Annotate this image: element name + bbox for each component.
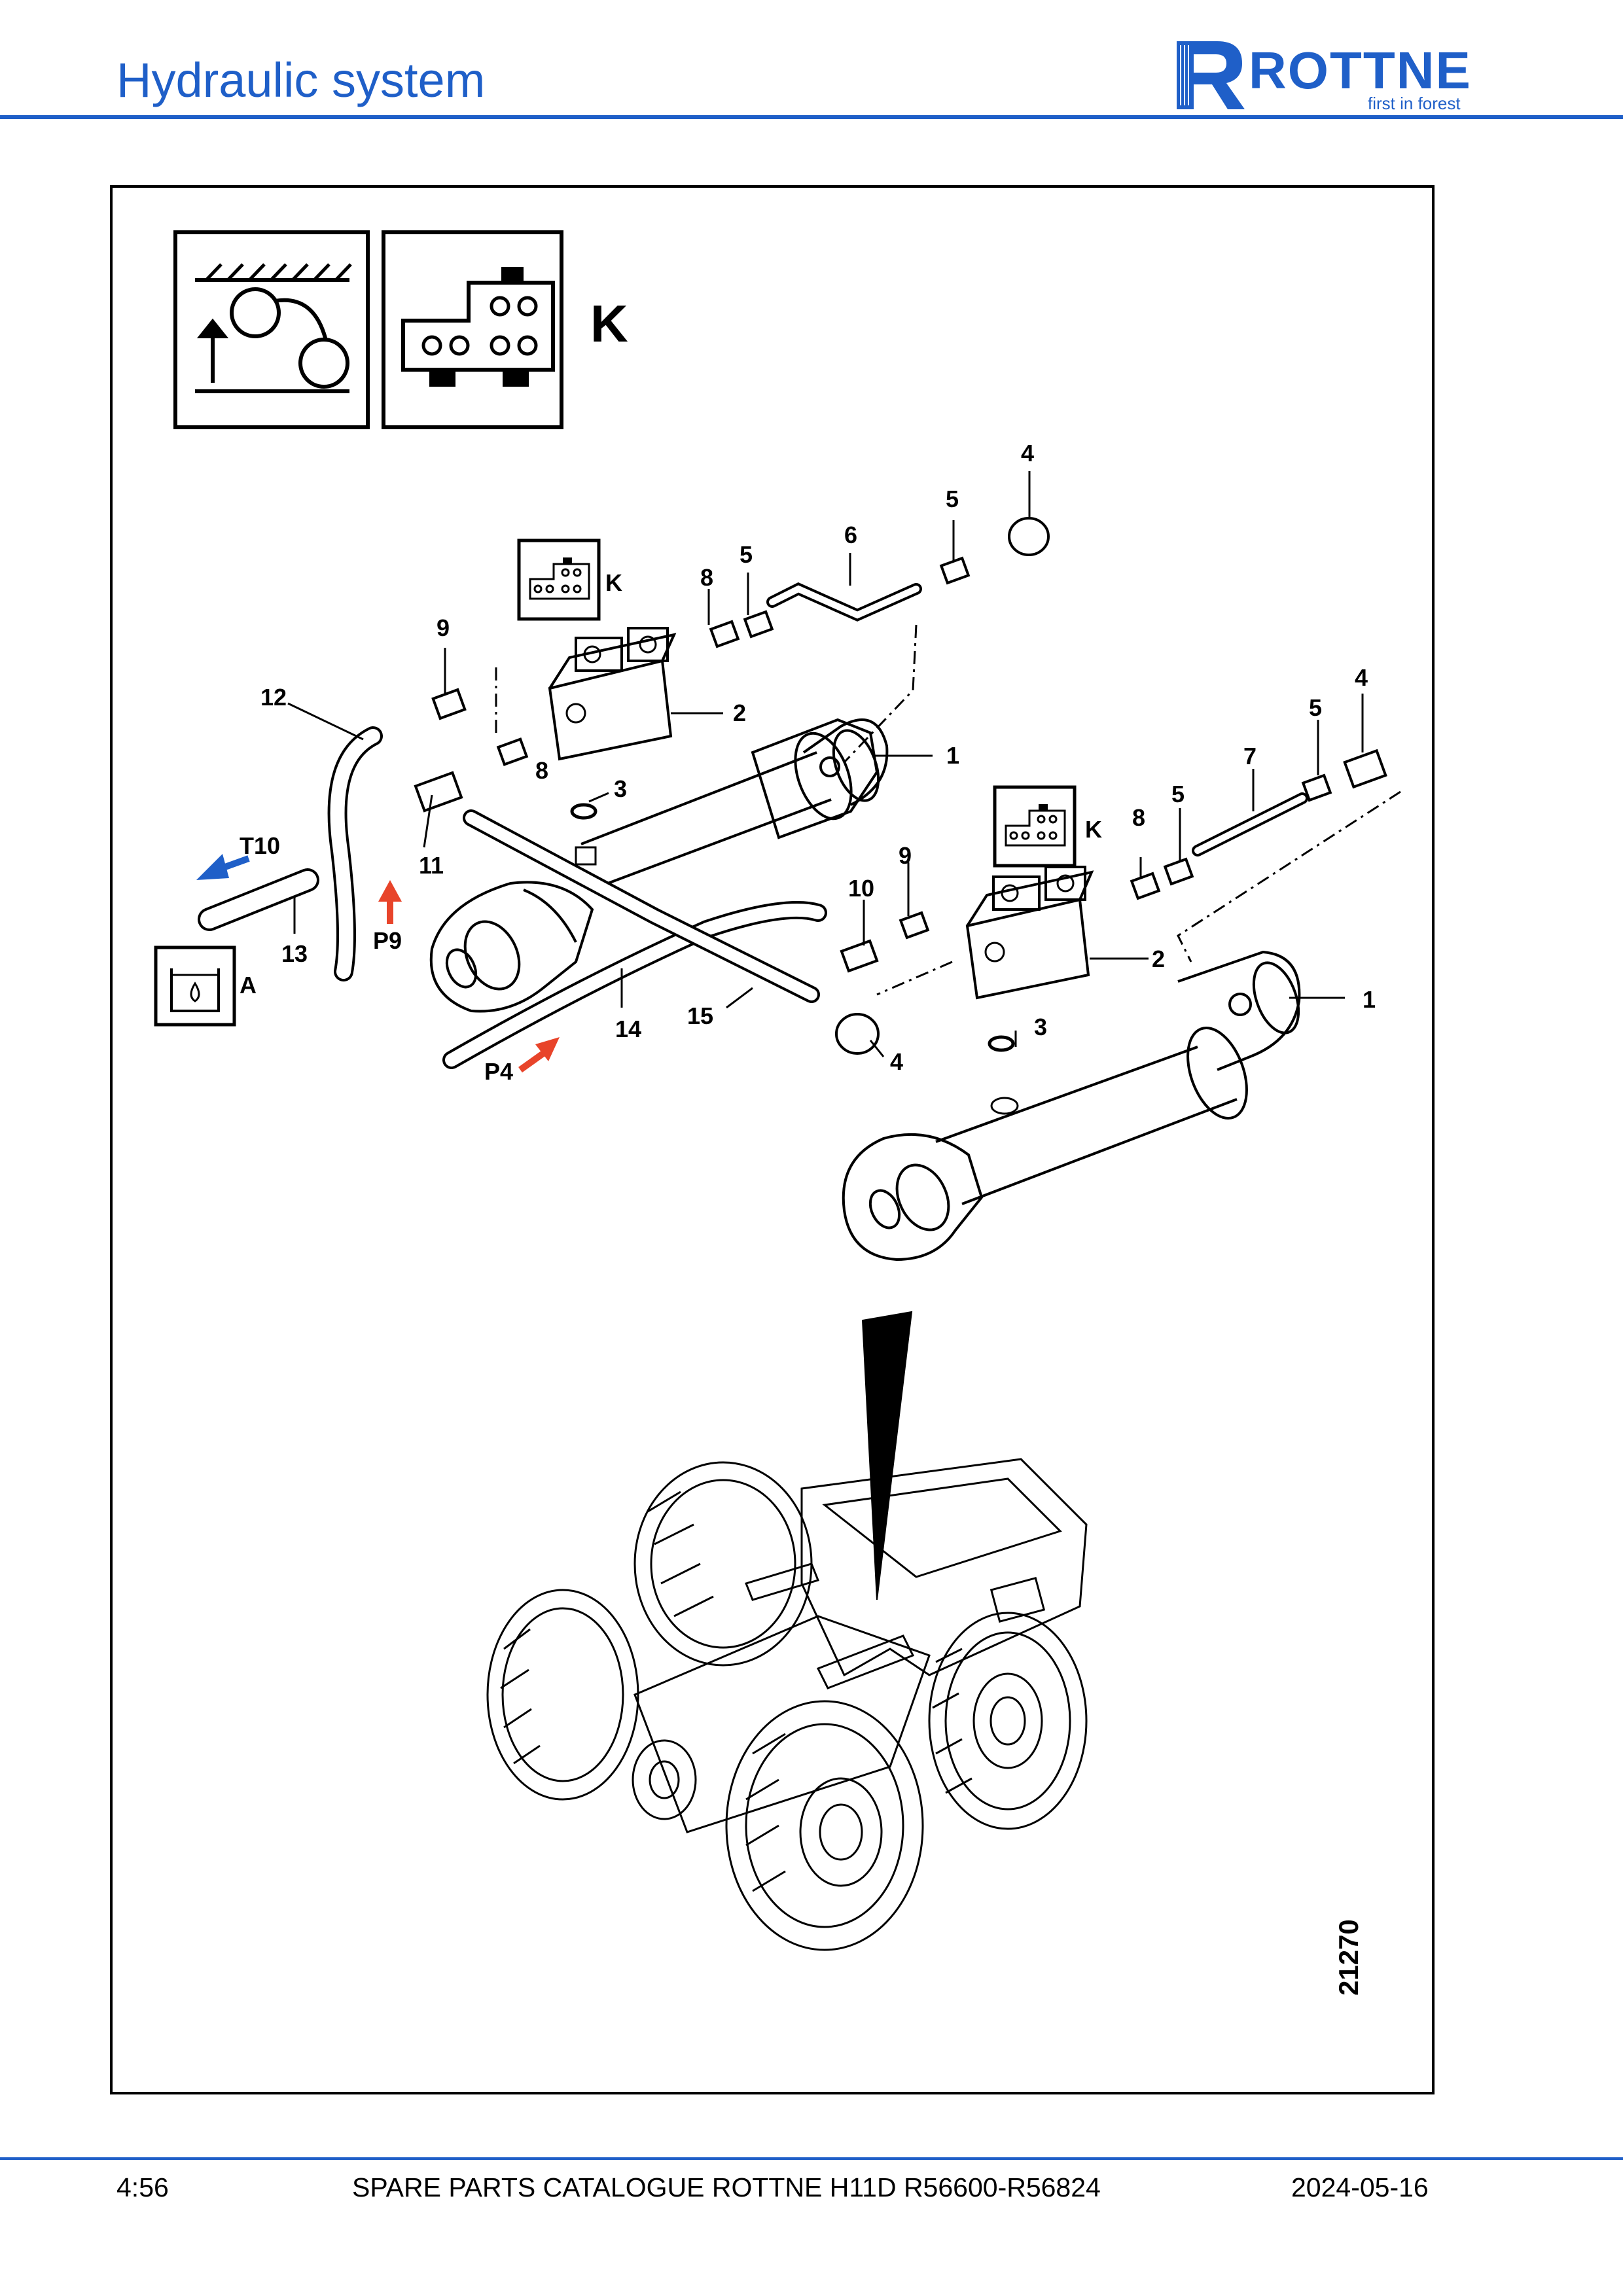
callout-8-upper: 8 — [700, 564, 713, 591]
brand-name: ROTTNE — [1249, 41, 1472, 99]
callout-3-lower: 3 — [1034, 1014, 1047, 1040]
clevis-lower — [842, 1133, 984, 1262]
seal-upper — [570, 803, 597, 820]
connector-k-symbol — [382, 230, 563, 429]
callout-8-mid: 8 — [535, 757, 548, 784]
connector-k-small-2 — [993, 785, 1077, 868]
k-symbol-label: K — [590, 294, 628, 353]
callout-9-upper: 9 — [437, 614, 450, 641]
callout-3-upper: 3 — [614, 775, 627, 802]
clevis-upper — [429, 881, 594, 1013]
port-label-p9: P9 — [373, 927, 402, 954]
hydraulic-cylinder-lower — [935, 950, 1301, 1205]
swing-motion-symbol — [173, 230, 370, 429]
callout-4-lower: 4 — [890, 1048, 903, 1075]
callout-12: 12 — [260, 684, 287, 711]
callout-15: 15 — [687, 1002, 713, 1029]
valve-block-upper — [548, 627, 677, 761]
rottne-r-mark — [1177, 41, 1245, 109]
rottne-logo: ROTTNE first in forest — [1177, 41, 1472, 113]
page-number: 4:56 — [116, 2172, 169, 2202]
figure-number: 21270 — [1333, 1919, 1364, 1996]
callout-4-top: 4 — [1021, 440, 1034, 467]
callout-5-mid: 5 — [1171, 781, 1185, 807]
callout-6: 6 — [844, 521, 857, 548]
diagram-frame — [110, 185, 1435, 2094]
connection-lines — [495, 624, 1401, 996]
brand-tagline: first in forest — [1368, 94, 1461, 113]
callout-13: 13 — [281, 940, 308, 967]
k-port-label-1: K — [605, 569, 622, 596]
header-divider — [0, 115, 1623, 119]
port-label-t10: T10 — [240, 832, 280, 859]
callout-7: 7 — [1243, 743, 1257, 769]
k-port-label-2: K — [1085, 816, 1102, 843]
callout-5-upper: 5 — [740, 541, 753, 568]
callout-2-lower: 2 — [1152, 945, 1165, 972]
port-label-p4: P4 — [484, 1058, 513, 1085]
callout-10: 10 — [848, 875, 874, 902]
tank-label: A — [240, 972, 257, 998]
callout-9-lower: 9 — [899, 842, 912, 869]
footer-divider — [0, 2157, 1623, 2160]
callout-11: 11 — [419, 852, 444, 879]
tank-symbol — [154, 945, 236, 1027]
callout-1-upper: 1 — [946, 742, 959, 769]
callout-5-right: 5 — [1309, 694, 1322, 721]
arrow-p9-pressure-icon — [378, 880, 402, 924]
leader-lines — [287, 471, 1364, 1057]
page-title: Hydraulic system — [116, 53, 486, 107]
connector-k-small-1 — [517, 539, 601, 621]
arrow-t10-return-icon — [196, 854, 250, 880]
callout-4-right: 4 — [1355, 664, 1368, 691]
machine-overview — [486, 1458, 1088, 1951]
callout-8-lower: 8 — [1132, 804, 1145, 831]
valve-block-lower — [965, 866, 1094, 1000]
hydraulic-cylinder-upper — [575, 718, 889, 887]
catalogue-title: SPARE PARTS CATALOGUE ROTTNE H11D R56600… — [352, 2172, 1101, 2202]
seal-lower — [988, 1035, 1015, 1052]
callout-14: 14 — [615, 1016, 641, 1042]
arrow-p4-pressure-icon — [518, 1037, 560, 1073]
callout-2-upper: 2 — [733, 699, 746, 726]
callout-5-top: 5 — [946, 486, 959, 512]
catalogue-date: 2024-05-16 — [1291, 2172, 1429, 2202]
fittings — [414, 517, 1387, 1055]
callout-1-lower: 1 — [1363, 986, 1376, 1013]
location-pointer — [861, 1311, 913, 1600]
